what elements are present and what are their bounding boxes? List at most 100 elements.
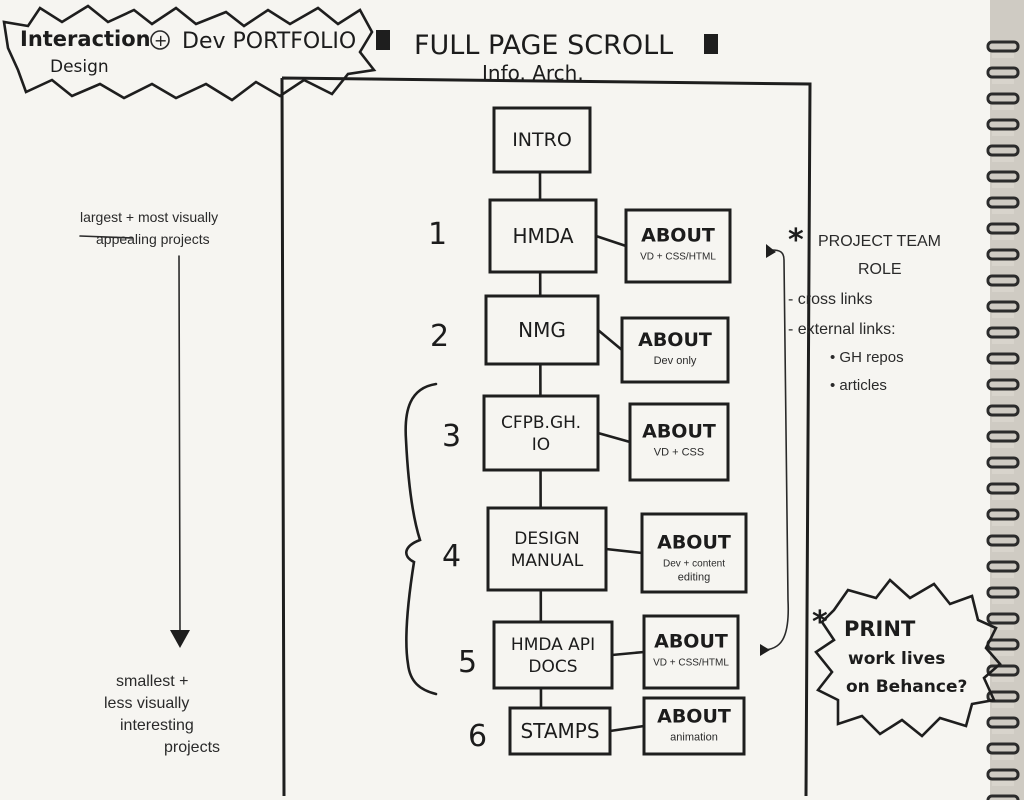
title-badge-line2: Design xyxy=(50,57,109,77)
project-name-label: DOCS xyxy=(528,657,577,677)
spiral-loop xyxy=(986,92,1020,105)
about-detail: VD + CSS xyxy=(654,446,704,458)
project-name-label: STAMPS xyxy=(520,719,599,743)
cross-link-arrow-head-bottom xyxy=(760,644,770,656)
right-note-1: PROJECT TEAM xyxy=(818,233,941,250)
spiral-loop xyxy=(986,430,1020,443)
project-name-box xyxy=(488,198,598,274)
right-note-3: - cross links xyxy=(788,291,872,308)
about-detail: animation xyxy=(670,732,718,744)
grouping-brace xyxy=(404,382,438,696)
spiral-shadow xyxy=(992,261,1014,266)
left-note-top-2: appealing projects xyxy=(96,231,210,247)
spiral-shadow xyxy=(992,625,1014,630)
spiral-loop xyxy=(986,690,1020,703)
right-note-star: * xyxy=(788,223,804,258)
spiral-loop xyxy=(986,352,1020,365)
about-label: ABOUT xyxy=(638,329,712,351)
about-detail: editing xyxy=(678,571,710,583)
print-note-line1: PRINT xyxy=(844,617,916,641)
spiral-shadow xyxy=(992,547,1014,552)
project-name-label: DESIGN xyxy=(514,529,580,549)
row-number: 5 xyxy=(458,645,477,680)
spiral-shadow xyxy=(992,79,1014,84)
spiral-shadow xyxy=(992,703,1014,708)
about-detail: Dev only xyxy=(654,355,697,367)
right-note-6: • articles xyxy=(830,377,887,394)
spiral-loop xyxy=(986,534,1020,547)
spiral-shadow xyxy=(992,53,1014,58)
spiral-shadow xyxy=(992,573,1014,578)
project-row: 3 CFPB.GH.IO ABOUT VD + CSS xyxy=(442,394,730,482)
project-name-box xyxy=(486,506,608,592)
spiral-loop xyxy=(986,40,1020,53)
title-plus: + xyxy=(154,31,167,50)
spiral-loop xyxy=(986,560,1020,573)
print-note-star: * xyxy=(812,605,828,640)
print-note-line2: work lives xyxy=(848,649,945,669)
cross-link-arrow-head-top xyxy=(766,244,776,258)
about-box xyxy=(620,316,730,384)
spiral-shadow xyxy=(992,391,1014,396)
spiral-loop xyxy=(986,300,1020,313)
spiral-loop xyxy=(986,482,1020,495)
spiral-shadow xyxy=(992,105,1014,110)
project-name-box xyxy=(492,620,614,690)
project-name-label: CFPB.GH. xyxy=(501,413,581,433)
row-connector xyxy=(610,650,646,657)
about-detail: VD + CSS/HTML xyxy=(653,658,729,669)
spiral-shadow xyxy=(992,729,1014,734)
intro-label: INTRO xyxy=(512,129,572,151)
spiral-loop xyxy=(986,66,1020,79)
project-name-label: HMDA xyxy=(512,224,573,248)
spiral-loop xyxy=(986,248,1020,261)
right-note-2: ROLE xyxy=(858,261,902,278)
spiral-loop xyxy=(986,768,1020,781)
about-label: ABOUT xyxy=(642,420,716,442)
left-note-bottom-1: smallest + xyxy=(116,673,188,690)
title-badge-outline xyxy=(2,4,377,102)
spiral-shadow xyxy=(992,521,1014,526)
intro-box xyxy=(492,106,592,174)
project-name-label: IO xyxy=(532,435,550,455)
spiral-shadow xyxy=(992,755,1014,760)
spiral-shadow xyxy=(992,365,1014,370)
row-number: 3 xyxy=(442,419,461,454)
project-name-box xyxy=(484,294,600,366)
cross-link-arrow xyxy=(761,249,790,651)
spiral-shadow xyxy=(992,651,1014,656)
left-note-bottom-2: less visually xyxy=(104,695,189,712)
about-box xyxy=(642,696,746,756)
spiral-shadow xyxy=(992,287,1014,292)
left-note-bottom-3: interesting xyxy=(120,717,194,734)
about-box xyxy=(624,208,732,284)
about-detail: Dev + content xyxy=(663,558,725,569)
project-name-label: HMDA API xyxy=(511,635,595,655)
spiral-shadow xyxy=(992,339,1014,344)
project-name-box xyxy=(508,706,612,756)
spiral-shadow xyxy=(992,781,1014,786)
about-label: ABOUT xyxy=(654,631,728,653)
project-name-box xyxy=(482,394,600,472)
spiral-loop xyxy=(986,612,1020,625)
row-connector xyxy=(596,431,632,444)
about-box xyxy=(640,512,748,594)
about-label: ABOUT xyxy=(657,706,731,728)
spiral-loop xyxy=(986,118,1020,131)
row-number: 4 xyxy=(442,539,461,574)
spiral-loop xyxy=(986,456,1020,469)
spiral-shadow xyxy=(992,469,1014,474)
spiral-loop xyxy=(986,378,1020,391)
heading-marker-right xyxy=(704,34,718,54)
row-number: 2 xyxy=(430,319,449,354)
right-note-5: • GH repos xyxy=(830,349,904,366)
right-note-4: - external links: xyxy=(788,321,896,338)
spiral-loop xyxy=(986,326,1020,339)
spiral-shadow xyxy=(992,183,1014,188)
spiral-shadow xyxy=(992,443,1014,448)
row-connector xyxy=(594,234,628,248)
